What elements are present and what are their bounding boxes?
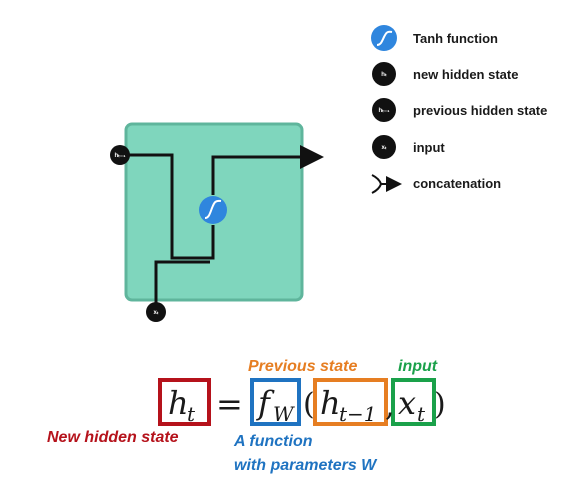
concat-icon bbox=[371, 174, 402, 194]
box-new-hidden-state bbox=[158, 378, 211, 426]
cell-tanh-icon bbox=[199, 196, 227, 224]
eq-arg1-base: h bbox=[320, 384, 341, 422]
eq-lhs-sub: t bbox=[187, 402, 196, 426]
eq-open-paren: ( bbox=[303, 387, 315, 422]
eq-arg2-base: x bbox=[398, 384, 416, 422]
legend-item-concatenation: concatenation bbox=[371, 174, 501, 194]
eq-comma: , bbox=[385, 389, 395, 424]
eq-close-paren: ) bbox=[434, 387, 446, 422]
node-label-input: xₜ bbox=[153, 310, 158, 316]
legend-symbol-new: hₜ bbox=[381, 72, 387, 78]
caption-function-line2: with parameters W bbox=[234, 457, 378, 474]
wire-output bbox=[211, 145, 324, 195]
node-icon bbox=[372, 62, 396, 86]
cell-wires bbox=[120, 145, 324, 312]
legend-item-previous-hidden-state: hₜ₋₁ previous hidden state bbox=[372, 98, 547, 122]
legend-item-new-hidden-state: hₜ new hidden state bbox=[372, 62, 518, 86]
legend: Tanh function hₜ new hidden state hₜ₋₁ p… bbox=[371, 25, 547, 194]
legend-item-input: xₜ input bbox=[372, 135, 445, 159]
eq-arg1-sub: t−1 bbox=[339, 402, 377, 426]
eq-func-sub: W bbox=[273, 402, 295, 426]
legend-label-new-hidden-state: new hidden state bbox=[413, 67, 518, 82]
box-function bbox=[250, 378, 301, 426]
legend-label-previous-hidden-state: previous hidden state bbox=[413, 103, 547, 118]
node-label-previous-state: hₜ₋₁ bbox=[114, 153, 126, 159]
legend-label-tanh: Tanh function bbox=[413, 31, 498, 46]
box-input bbox=[391, 378, 436, 426]
input-node-x: xₜ bbox=[146, 302, 166, 322]
caption-new-hidden-state: New hidden state bbox=[47, 429, 179, 446]
input-node-previous-state: hₜ₋₁ bbox=[110, 145, 130, 165]
eq-lhs-base: h bbox=[168, 384, 189, 422]
legend-label-input: input bbox=[413, 140, 445, 155]
caption-input: input bbox=[398, 358, 438, 375]
eq-equals: = bbox=[216, 385, 243, 423]
tanh-icon bbox=[371, 25, 397, 51]
box-previous-state bbox=[313, 378, 388, 426]
wire-previous-state bbox=[120, 153, 215, 260]
caption-function-line1: A function bbox=[233, 433, 313, 450]
legend-symbol-input: xₜ bbox=[381, 145, 386, 151]
eq-arg2-sub: t bbox=[417, 402, 426, 426]
node-icon bbox=[372, 135, 396, 159]
legend-item-tanh: Tanh function bbox=[371, 25, 498, 51]
caption-previous-state: Previous state bbox=[248, 358, 357, 375]
wire-input bbox=[154, 260, 210, 312]
legend-label-concatenation: concatenation bbox=[413, 176, 501, 191]
node-icon bbox=[372, 98, 396, 122]
legend-symbol-previous: hₜ₋₁ bbox=[378, 108, 390, 114]
